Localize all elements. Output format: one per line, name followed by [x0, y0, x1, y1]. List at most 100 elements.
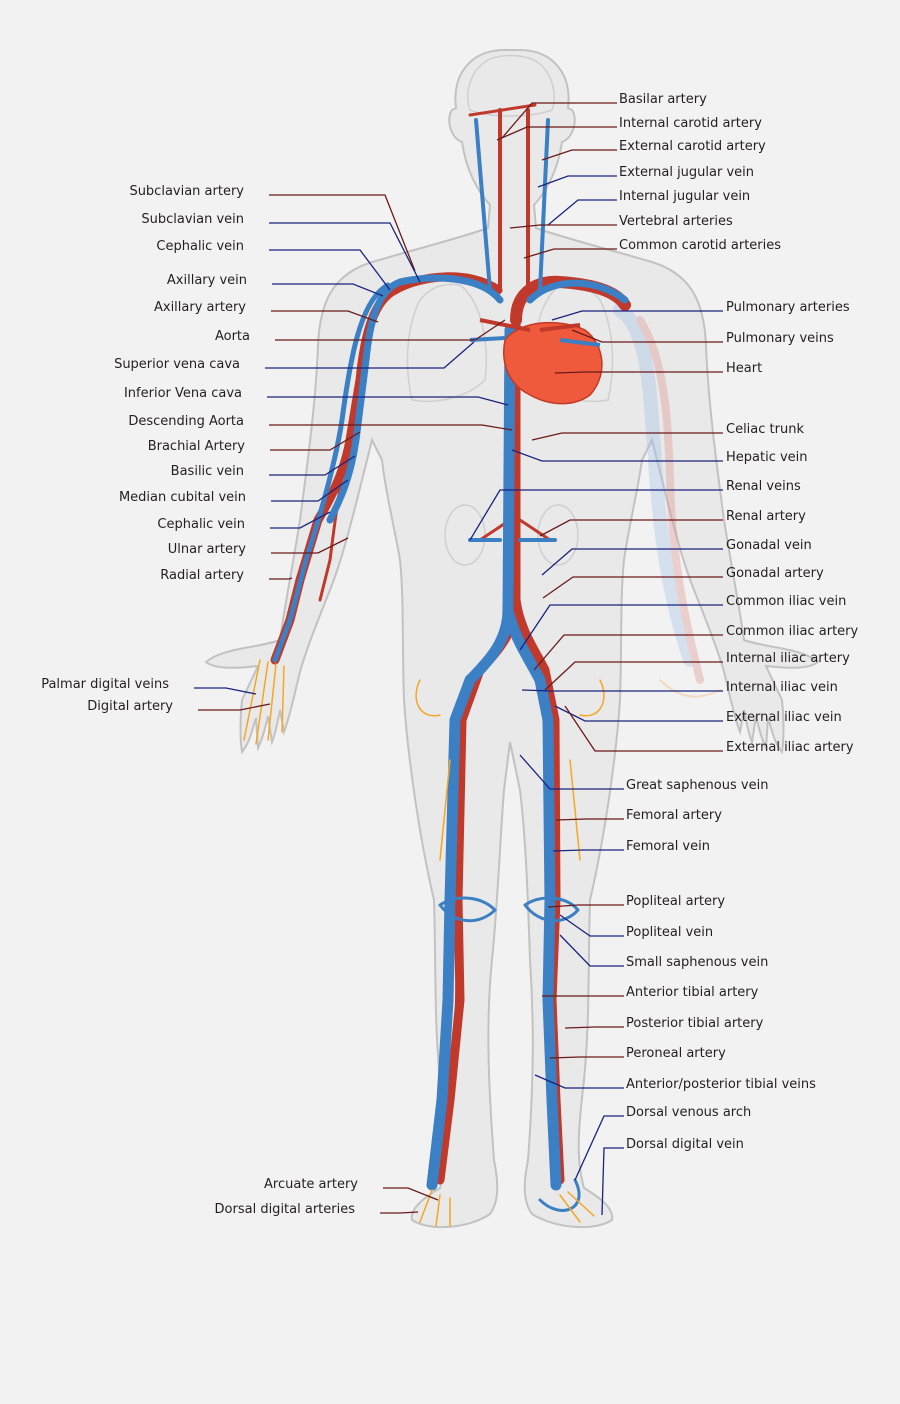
- label-palmar-digital-veins: Palmar digital veins: [41, 677, 169, 692]
- leader-internal-iliac-artery: [544, 661, 723, 691]
- leader-external-carotid-artery: [541, 149, 617, 161]
- leader-femoral-artery: [555, 818, 624, 821]
- leader-radial-artery: [269, 577, 293, 580]
- label-cephalic-vein-upper: Cephalic vein: [156, 239, 244, 254]
- label-axillary-vein: Axillary vein: [166, 273, 247, 288]
- leader-femoral-vein: [552, 849, 624, 852]
- label-digital-artery: Digital artery: [87, 699, 173, 714]
- label-brachial-artery: Brachial Artery: [147, 439, 245, 454]
- leader-internal-jugular-vein: [547, 199, 617, 226]
- label-superior-vena-cava: Superior vena cava: [114, 357, 240, 372]
- label-great-saphenous-vein: Great saphenous vein: [626, 778, 769, 793]
- leader-peroneal-artery: [549, 1056, 624, 1059]
- label-common-iliac-vein: Common iliac vein: [726, 594, 847, 609]
- leader-common-iliac-artery: [533, 634, 723, 671]
- leader-popliteal-artery: [547, 904, 624, 908]
- leader-palmar-digital-veins: [194, 687, 257, 695]
- label-descending-aorta: Descending Aorta: [128, 414, 244, 429]
- leader-common-carotid-arteries: [523, 248, 617, 259]
- label-common-carotid-arteries: Common carotid arteries: [619, 238, 782, 253]
- label-posterior-tibial-artery: Posterior tibial artery: [626, 1016, 764, 1031]
- label-popliteal-vein: Popliteal vein: [626, 925, 714, 940]
- label-gonadal-artery: Gonadal artery: [726, 566, 824, 581]
- label-cephalic-vein-lower: Cephalic vein: [157, 517, 245, 532]
- leader-great-saphenous-vein: [519, 754, 624, 790]
- leader-anterior-posterior-tibial-veins: [534, 1074, 624, 1089]
- leader-digital-artery: [198, 703, 271, 711]
- label-popliteal-artery: Popliteal artery: [626, 894, 726, 909]
- leader-renal-veins: [469, 489, 723, 541]
- leader-gonadal-vein: [541, 548, 723, 576]
- leader-lines: [194, 102, 723, 1216]
- leader-popliteal-vein: [559, 914, 624, 937]
- leader-brachial-artery: [270, 431, 361, 451]
- leader-small-saphenous-vein: [559, 934, 624, 967]
- leader-posterior-tibial-artery: [564, 1026, 624, 1029]
- leader-celiac-trunk: [531, 432, 723, 441]
- label-hepatic-vein: Hepatic vein: [726, 450, 808, 465]
- leader-descending-aorta: [269, 424, 513, 431]
- label-internal-iliac-artery: Internal iliac artery: [726, 651, 850, 666]
- leader-inferior-vena-cava: [267, 396, 509, 406]
- leader-cephalic-vein-upper: [269, 249, 391, 291]
- label-arcuate-artery: Arcuate artery: [264, 1177, 358, 1192]
- label-heart: Heart: [726, 361, 763, 376]
- leader-hepatic-vein: [511, 449, 723, 462]
- label-radial-artery: Radial artery: [160, 568, 244, 583]
- leader-external-iliac-artery: [564, 705, 723, 752]
- leader-axillary-artery: [271, 310, 379, 323]
- leader-internal-carotid-artery: [496, 126, 617, 141]
- label-external-iliac-vein: External iliac vein: [726, 710, 842, 725]
- leader-subclavian-artery: [269, 194, 416, 272]
- leader-dorsal-venous-arch: [574, 1115, 624, 1181]
- label-renal-artery: Renal artery: [726, 509, 806, 524]
- leader-dorsal-digital-vein: [601, 1147, 624, 1216]
- label-internal-carotid-artery: Internal carotid artery: [619, 116, 762, 131]
- leader-common-iliac-vein: [519, 604, 723, 651]
- leader-arcuate-artery: [383, 1187, 439, 1201]
- small-vessels: [243, 659, 605, 1227]
- label-internal-iliac-vein: Internal iliac vein: [726, 680, 838, 695]
- veins: [272, 118, 629, 1212]
- label-peroneal-artery: Peroneal artery: [626, 1046, 726, 1061]
- pulmonary-vessels: [479, 318, 581, 332]
- label-renal-veins: Renal veins: [726, 479, 801, 494]
- label-external-iliac-artery: External iliac artery: [726, 740, 854, 755]
- label-basilic-vein: Basilic vein: [170, 464, 244, 479]
- leader-subclavian-vein: [269, 222, 421, 283]
- label-anterior-tibial-artery: Anterior tibial artery: [626, 985, 759, 1000]
- label-median-cubital-vein: Median cubital vein: [118, 490, 246, 505]
- leader-superior-vena-cava: [265, 341, 475, 369]
- leader-vertebral-arteries: [509, 224, 617, 229]
- leader-basilar-artery: [501, 102, 617, 139]
- label-pulmonary-arteries: Pulmonary arteries: [726, 300, 850, 315]
- leader-heart: [554, 371, 723, 374]
- leader-axillary-vein: [272, 283, 384, 297]
- label-aorta: Aorta: [214, 329, 250, 344]
- leader-internal-iliac-vein: [521, 689, 723, 692]
- leader-basilic-vein: [269, 455, 356, 476]
- label-external-jugular-vein: External jugular vein: [619, 165, 755, 180]
- leader-pulmonary-veins: [571, 329, 723, 343]
- label-pulmonary-veins: Pulmonary veins: [726, 331, 834, 346]
- label-dorsal-venous-arch: Dorsal venous arch: [626, 1105, 752, 1120]
- faded-arm-vessels: [613, 303, 721, 698]
- label-femoral-artery: Femoral artery: [626, 808, 722, 823]
- label-basilar-artery: Basilar artery: [619, 92, 707, 107]
- label-vertebral-arteries: Vertebral arteries: [619, 214, 733, 229]
- leader-ulnar-artery: [271, 537, 349, 554]
- label-common-iliac-artery: Common iliac artery: [726, 624, 859, 639]
- label-femoral-vein: Femoral vein: [626, 839, 710, 854]
- label-celiac-trunk: Celiac trunk: [726, 422, 804, 437]
- leader-external-iliac-vein: [554, 705, 723, 722]
- label-subclavian-vein: Subclavian vein: [141, 212, 244, 227]
- leader-median-cubital-vein: [271, 479, 349, 502]
- label-small-saphenous-vein: Small saphenous vein: [626, 955, 769, 970]
- leader-cephalic-vein-lower: [270, 511, 331, 529]
- leader-renal-artery: [539, 519, 723, 537]
- leader-aorta: [275, 319, 506, 341]
- label-axillary-artery: Axillary artery: [153, 300, 246, 315]
- leader-pulmonary-arteries: [551, 310, 723, 321]
